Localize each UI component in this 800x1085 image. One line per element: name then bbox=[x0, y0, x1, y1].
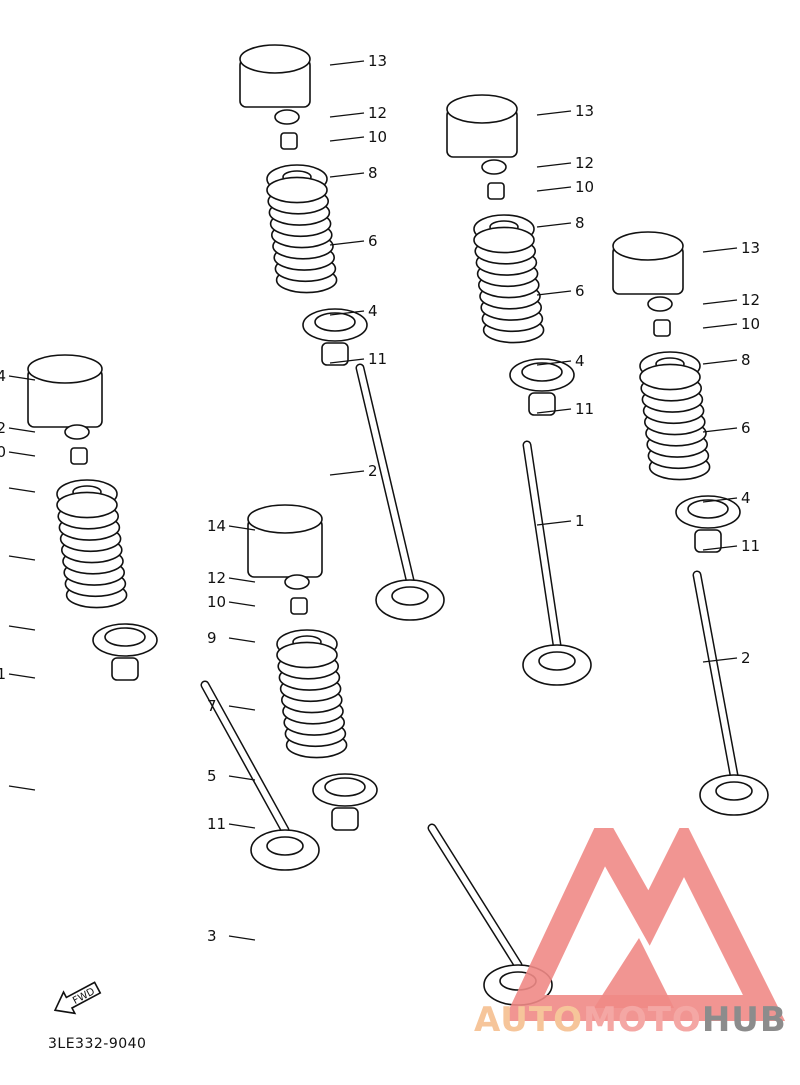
callout-5: 5 bbox=[207, 767, 217, 785]
callout-10: 10 bbox=[207, 593, 226, 611]
adjusting-pad bbox=[647, 296, 673, 312]
adjusting-pad bbox=[284, 574, 310, 590]
callout-12: 12 bbox=[0, 419, 6, 437]
callout-8: 8 bbox=[741, 351, 751, 369]
callout-2: 2 bbox=[368, 462, 378, 480]
diagram-code: 3LE332-9040 bbox=[48, 1036, 147, 1052]
callout-13: 13 bbox=[575, 102, 594, 120]
watermark-auto: AUTO bbox=[474, 1000, 583, 1040]
callout-6: 6 bbox=[741, 419, 751, 437]
valve-assembly-c: 13 12 10 8 6 4 11 2 bbox=[612, 231, 769, 816]
callout-12: 12 bbox=[575, 154, 594, 172]
callout-11: 11 bbox=[0, 665, 6, 683]
stem-seal bbox=[694, 529, 722, 553]
adjusting-pad bbox=[64, 424, 90, 440]
valve-cotter bbox=[487, 182, 505, 200]
callout-8: 8 bbox=[575, 214, 585, 232]
callout-8: 8 bbox=[368, 164, 378, 182]
fwd-label: FWD bbox=[71, 986, 97, 1007]
callout-10: 10 bbox=[575, 178, 594, 196]
callout-11: 11 bbox=[368, 350, 387, 368]
callout-10: 10 bbox=[368, 128, 387, 146]
watermark-hub: HUB bbox=[701, 1000, 787, 1040]
callout-10: 10 bbox=[0, 443, 6, 461]
valve-stem bbox=[202, 682, 288, 833]
valve-cotter bbox=[70, 447, 88, 465]
valve-stem bbox=[357, 365, 413, 583]
callout-9: 9 bbox=[207, 629, 217, 647]
callout-6: 6 bbox=[368, 232, 378, 250]
valve-cotter bbox=[653, 319, 671, 337]
valve-cotter bbox=[280, 132, 298, 150]
valve-assembly-a: 13 12 10 8 6 4 11 2 bbox=[239, 44, 445, 621]
stem-seal bbox=[528, 392, 556, 416]
adjusting-pad bbox=[481, 159, 507, 175]
callout-4: 4 bbox=[368, 302, 378, 320]
callout-1: 1 bbox=[575, 512, 585, 530]
callout-12: 12 bbox=[741, 291, 760, 309]
callout-13: 13 bbox=[741, 239, 760, 257]
automotohub-watermark: AUTOMOTOHUB bbox=[474, 1000, 787, 1040]
callout-2: 2 bbox=[741, 649, 751, 667]
callout-11: 11 bbox=[207, 815, 226, 833]
callout-10: 10 bbox=[741, 315, 760, 333]
callout-14: 14 bbox=[207, 517, 226, 535]
callout-3: 3 bbox=[207, 927, 217, 945]
callout-14: 14 bbox=[0, 367, 6, 385]
valve-stem bbox=[524, 442, 560, 648]
valve-stem bbox=[694, 572, 737, 778]
callout-4: 4 bbox=[741, 489, 751, 507]
valve-cotter bbox=[290, 597, 308, 615]
callout-7: 7 bbox=[207, 697, 217, 715]
callout-12: 12 bbox=[368, 104, 387, 122]
valve-stem bbox=[429, 825, 521, 968]
watermark-moto: MOTO bbox=[582, 1000, 702, 1040]
callout-12: 12 bbox=[207, 569, 226, 587]
callout-13: 13 bbox=[368, 52, 387, 70]
stem-seal bbox=[321, 342, 349, 366]
callout-4: 4 bbox=[575, 352, 585, 370]
callout-11: 11 bbox=[575, 400, 594, 418]
adjusting-pad bbox=[274, 109, 300, 125]
stem-seal bbox=[111, 657, 139, 681]
stem-seal bbox=[331, 807, 359, 831]
automotohub-logo-icon bbox=[503, 828, 786, 1021]
valve-assembly-e: 14 12 10 9 7 5 11 3 bbox=[207, 504, 553, 1006]
callout-11: 11 bbox=[741, 537, 760, 555]
callout-6: 6 bbox=[575, 282, 585, 300]
fwd-arrow-icon: FWD bbox=[53, 981, 102, 1015]
